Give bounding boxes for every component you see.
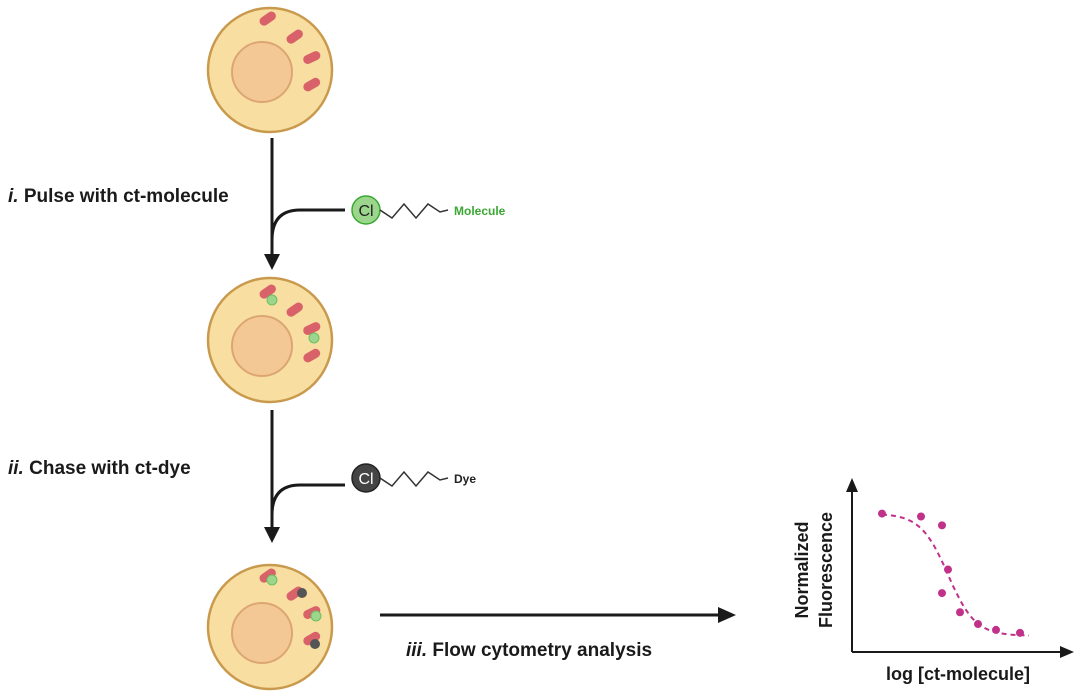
mitochondrion [259,284,276,299]
step-numeral: i. [8,186,19,207]
dye-dot [297,588,307,598]
nucleus [231,315,293,377]
data-point [992,625,1000,634]
step-text: Chase with ct-dye [23,458,191,479]
step-text: Flow cytometry analysis [427,640,653,661]
x-axis-arrowhead [1060,646,1074,658]
dye-tag: Dye [454,472,476,486]
chloro-symbol: Cl [358,471,373,488]
mitochondrion [303,51,321,64]
molecule-dot [266,294,278,306]
arrow-branch [270,483,345,516]
data-point [956,608,964,617]
alkyl-linker [379,202,449,220]
y-axis-label-line-2: Fluorescence [816,512,836,628]
chloro-symbol: Cl [358,203,373,220]
data-point [1016,628,1024,637]
cell-2 [206,276,334,404]
data-point [938,521,946,530]
arrow-head [718,607,736,623]
pulse-arrow [264,138,345,270]
chase-arrow [264,410,345,543]
arrow-branch [270,208,345,241]
step-numeral: ii. [8,458,24,479]
molecule-tag: Molecule [454,204,506,218]
data-point [917,512,925,521]
x-axis-label: log [ct-molecule] [886,664,1030,684]
mitochondrion [259,11,276,26]
data-point [938,589,946,598]
mitochondrion [303,77,321,92]
data-point [944,565,952,574]
step-numeral: iii. [406,640,428,661]
dose-response-plot: Normalized Fluorescence log [ct-molecule… [792,478,1074,684]
dye-reagent: Cl Dye [351,463,476,493]
step-text: Pulse with ct-molecule [18,186,229,207]
data-point [878,509,886,518]
molecule-dot [266,574,278,586]
arrow-head [264,527,280,543]
mitochondrion [286,29,303,44]
molecule-reagent: Cl Molecule [351,195,506,225]
molecule-dot [310,610,322,622]
fit-curve [881,513,1030,637]
analysis-arrow [380,607,736,623]
step-chase-label: ii. Chase with ct-dye [8,458,191,480]
alkyl-linker [379,470,449,488]
nucleus [231,602,293,664]
molecule-dot [308,332,320,344]
step-pulse-label: i. Pulse with ct-molecule [8,186,229,208]
data-point [974,620,982,629]
mitochondrion [259,568,276,583]
y-axis-label-line-1: Normalized [792,521,812,618]
cell-3 [206,563,334,691]
mitochondrion [303,631,321,646]
mitochondrion [303,322,321,335]
y-axis-arrowhead [846,478,858,492]
cell-1 [206,6,334,134]
arrow-head [264,254,280,270]
nucleus [231,41,293,103]
mitochondrion [286,302,303,317]
data-points [878,509,1024,637]
dye-dot [310,639,320,649]
mitochondrion [303,348,321,363]
step-analysis-label: iii. Flow cytometry analysis [406,640,652,662]
